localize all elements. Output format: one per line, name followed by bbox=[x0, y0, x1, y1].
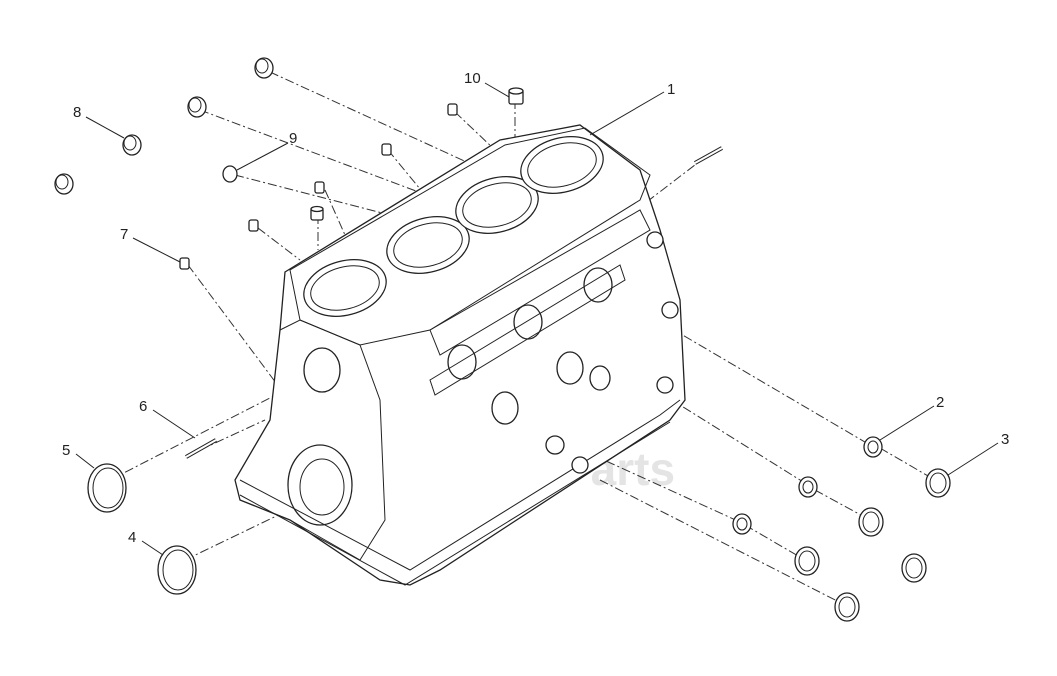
callout-7: 7 bbox=[120, 226, 128, 243]
callout-1: 1 bbox=[667, 81, 675, 98]
seal-ring-part-4 bbox=[157, 545, 197, 595]
dowel-part-a bbox=[248, 219, 259, 232]
callout-4: 4 bbox=[128, 529, 136, 546]
dowel-part-7 bbox=[179, 257, 190, 270]
plug-part-top-b bbox=[187, 96, 207, 118]
dowel-part-d bbox=[447, 103, 458, 116]
bushing-part-r4 bbox=[834, 592, 860, 622]
bushing-part-r1 bbox=[858, 507, 884, 537]
dowel-part-c bbox=[381, 143, 392, 156]
plug-part-r2 bbox=[732, 513, 752, 535]
callout-labels: 1 2 3 4 5 6 7 8 9 10 bbox=[62, 70, 1009, 546]
callout-10: 10 bbox=[464, 70, 481, 87]
plug-part-top-a bbox=[254, 57, 274, 79]
dowel-part-b bbox=[314, 181, 325, 194]
callout-3: 3 bbox=[1001, 431, 1009, 448]
bushing-part-r2 bbox=[794, 546, 820, 576]
callout-8: 8 bbox=[73, 104, 81, 121]
bushing-part-r3 bbox=[901, 553, 927, 583]
callout-5: 5 bbox=[62, 442, 70, 459]
bushing-part-3 bbox=[925, 468, 951, 498]
leader-lines bbox=[75, 82, 999, 556]
assembly-lines bbox=[109, 71, 936, 606]
plug-part-8a bbox=[122, 134, 142, 156]
callout-9: 9 bbox=[289, 130, 297, 147]
plug-part-2 bbox=[863, 436, 883, 458]
cap-part-10 bbox=[508, 87, 524, 105]
cylinder-block bbox=[234, 124, 686, 586]
loose-parts bbox=[54, 57, 951, 622]
seal-ring-part-5 bbox=[87, 463, 127, 513]
callout-2: 2 bbox=[936, 394, 944, 411]
callout-6: 6 bbox=[139, 398, 147, 415]
cap-part-small bbox=[310, 205, 324, 221]
stud-part-top bbox=[694, 146, 723, 165]
plug-part-8b bbox=[54, 173, 74, 195]
stud-part-6 bbox=[185, 438, 217, 459]
plug-part-r1 bbox=[798, 476, 818, 498]
plug-part-9 bbox=[222, 165, 238, 183]
